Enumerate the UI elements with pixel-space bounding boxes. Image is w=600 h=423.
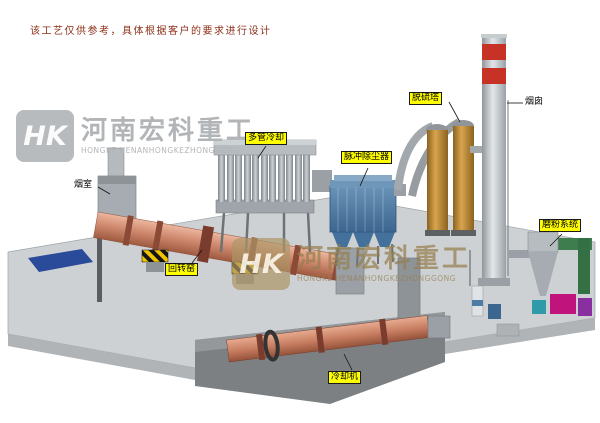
water-pool	[28, 249, 93, 272]
grinding-system	[508, 231, 592, 316]
label-rotary-kiln: 回转窑	[165, 263, 199, 276]
desulfurization-towers	[394, 118, 484, 236]
label-grinding-system: 磨粉系统	[539, 219, 582, 232]
label-cooling-machine: 冷却机	[328, 371, 362, 384]
disclaimer-text: 该工艺仅供参考，具体根据客户的要求进行设计	[30, 26, 272, 37]
label-chimney: 烟囱	[525, 97, 544, 107]
leader-lines	[97, 101, 563, 371]
label-pulse-dust-collector: 脉冲除尘器	[341, 151, 393, 164]
label-smoke-chamber: 烟室	[74, 180, 93, 190]
cooling-machine	[226, 315, 451, 363]
chimney	[478, 34, 510, 286]
label-desulfurization-tower: 脱硫塔	[409, 92, 443, 105]
label-multi-tube-cooler: 多管冷却	[245, 132, 288, 145]
auxiliary-tanks	[469, 250, 520, 337]
